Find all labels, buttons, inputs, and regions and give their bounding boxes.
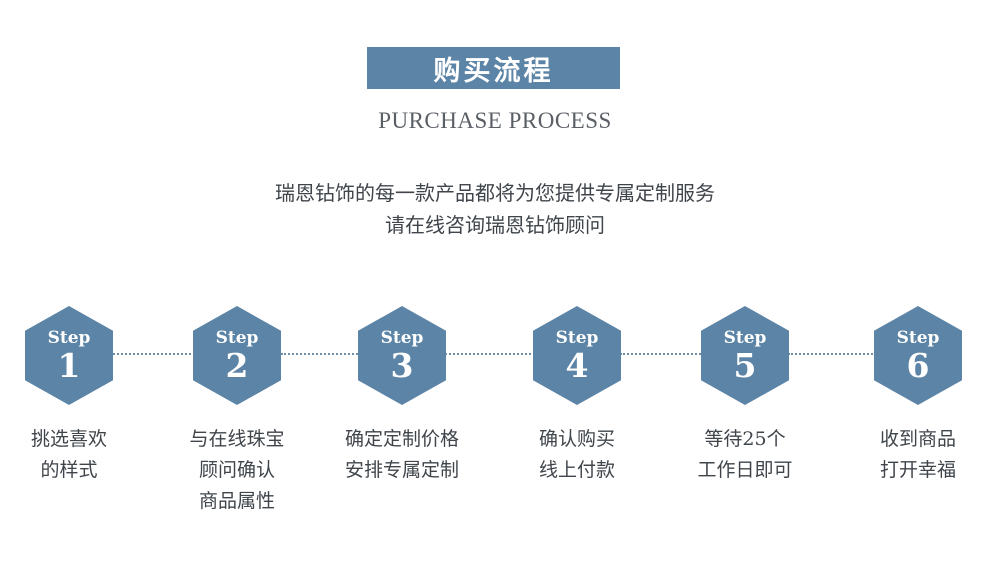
step-2-label-line-3: 商品属性 bbox=[198, 490, 275, 512]
description-line-1: 瑞恩钻饰的每一款产品都将为您提供专属定制服务 bbox=[275, 181, 715, 205]
step-number: 6 bbox=[906, 346, 930, 385]
hexagon-icon bbox=[193, 306, 281, 405]
step-word: Step bbox=[555, 328, 599, 348]
step-5-label-line-2: 工作日即可 bbox=[697, 459, 793, 481]
connector-1-2 bbox=[113, 353, 195, 355]
step-number: 2 bbox=[225, 346, 249, 385]
hexagon-icon bbox=[533, 306, 621, 405]
step-word: Step bbox=[380, 328, 424, 348]
step-1-label-line-1: 挑选喜欢 bbox=[30, 428, 107, 450]
step-number: 1 bbox=[57, 346, 81, 385]
hexagon-icon bbox=[25, 306, 113, 405]
step-word: Step bbox=[896, 328, 940, 348]
step-number: 5 bbox=[733, 346, 757, 385]
step-word: Step bbox=[215, 328, 259, 348]
step-6-label-line-1: 收到商品 bbox=[879, 428, 956, 450]
step-6-label: 收到商品 打开幸福 bbox=[843, 424, 990, 486]
step-2-label-line-2: 顾问确认 bbox=[198, 459, 275, 481]
step-number: 3 bbox=[390, 346, 414, 385]
connector-4-5 bbox=[620, 353, 704, 355]
hexagon-icon bbox=[701, 306, 789, 405]
step-3-label: 确定定制价格 安排专属定制 bbox=[327, 424, 477, 486]
step-1-hexagon: Step 1 bbox=[24, 306, 114, 405]
step-2-hexagon: Step 2 bbox=[192, 306, 282, 405]
step-3-hexagon: Step 3 bbox=[357, 306, 447, 405]
step-5-hexagon: Step 5 bbox=[700, 306, 790, 405]
step-5-label-line-1: 等待25个 bbox=[704, 428, 786, 450]
hexagon-icon bbox=[874, 306, 962, 405]
step-4-label-line-2: 线上付款 bbox=[538, 459, 615, 481]
section-subtitle: PURCHASE PROCESS bbox=[378, 108, 612, 133]
step-3-label-line-1: 确定定制价格 bbox=[344, 428, 459, 450]
section-title-text: 购买流程 bbox=[433, 55, 554, 87]
step-4-hexagon: Step 4 bbox=[532, 306, 622, 405]
step-4-label: 确认购买 线上付款 bbox=[502, 424, 652, 486]
step-6-label-line-2: 打开幸福 bbox=[879, 459, 956, 481]
connector-3-4 bbox=[445, 353, 535, 355]
step-6-hexagon: Step 6 bbox=[873, 306, 963, 405]
hexagon-icon bbox=[358, 306, 446, 405]
section-title: 购买流程 bbox=[367, 47, 620, 89]
step-1-label: 挑选喜欢 的样式 bbox=[0, 424, 144, 486]
step-number: 4 bbox=[565, 346, 589, 385]
step-4-label-line-1: 确认购买 bbox=[538, 428, 615, 450]
step-2-label: 与在线珠宝 顾问确认 商品属性 bbox=[162, 424, 312, 517]
step-word: Step bbox=[47, 328, 91, 348]
description-line-2: 请在线咨询瑞恩钻饰顾问 bbox=[385, 213, 605, 237]
step-2-label-line-1: 与在线珠宝 bbox=[189, 428, 285, 450]
step-3-label-line-2: 安排专属定制 bbox=[344, 459, 459, 481]
step-1-label-line-2: 的样式 bbox=[40, 459, 98, 481]
step-word: Step bbox=[723, 328, 767, 348]
connector-2-3 bbox=[281, 353, 361, 355]
step-5-label: 等待25个 工作日即可 bbox=[670, 424, 820, 486]
connector-5-6 bbox=[788, 353, 876, 355]
